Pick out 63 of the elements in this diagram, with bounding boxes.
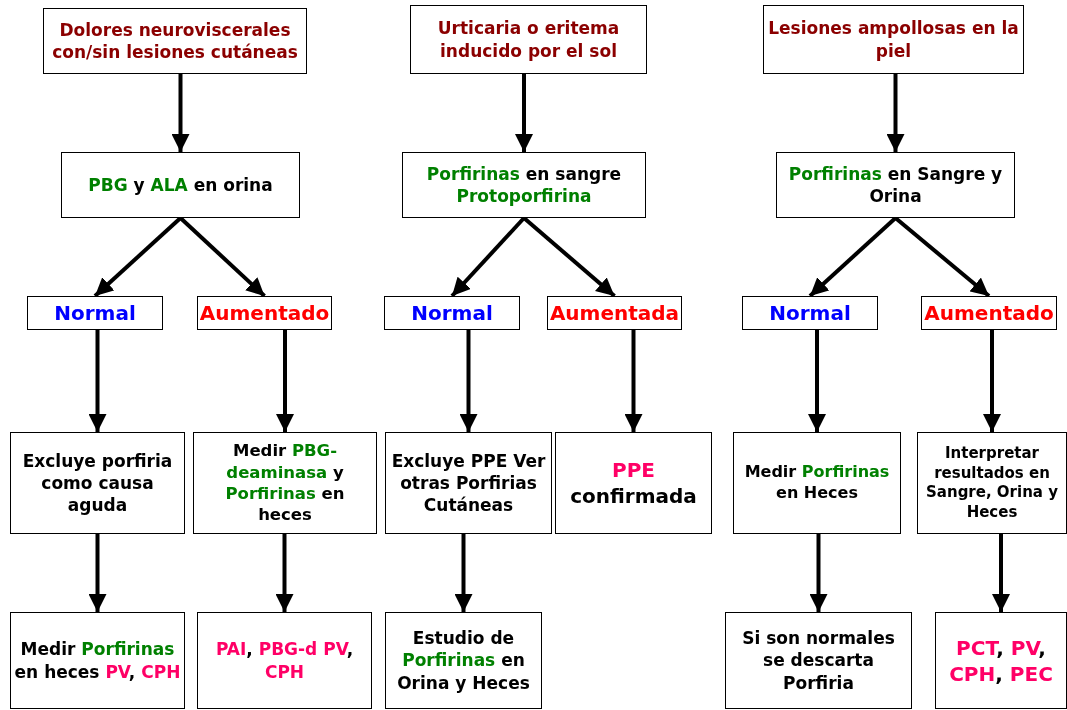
process-box (733, 432, 901, 534)
arrow (93, 216, 182, 298)
arrow (992, 534, 1010, 612)
arrow (515, 74, 533, 152)
process-box (555, 432, 712, 534)
arrow (275, 534, 294, 612)
node-text: Dolores neuroviscerales con/sin lesiones cutáneas (51, 18, 299, 64)
process-box (402, 152, 646, 218)
arrow (179, 216, 266, 298)
process-box (61, 152, 300, 218)
node-text: Aumentado (199, 300, 330, 326)
arrow (894, 216, 991, 298)
result-box (384, 296, 520, 330)
node-text: PBG y ALA en orina (88, 173, 273, 197)
arrow (459, 330, 478, 432)
arrow (808, 330, 826, 432)
node-text: Normal (769, 300, 851, 326)
result-box (742, 296, 878, 330)
node-text: Urticaria o eritema inducido por el sol (436, 17, 621, 62)
process-box (725, 612, 912, 709)
symptom-box (763, 5, 1024, 74)
node-text: Aumentada (549, 300, 680, 326)
node-text: Medir Porfirinas en Heces (743, 462, 891, 504)
arrow (450, 216, 526, 298)
node-text: Interpretar resultados en Sangre, Orina y Heces (925, 444, 1059, 522)
process-box (10, 432, 185, 534)
arrow (522, 216, 616, 298)
node-text: Excluye PPE Ver otras Porfirias Cutáneas (390, 449, 547, 517)
arrow (171, 74, 190, 152)
arrow (88, 330, 107, 432)
arrow (886, 74, 905, 152)
process-box (197, 612, 372, 709)
process-box (193, 432, 377, 534)
arrow (808, 216, 897, 298)
node-text: PCT, PV, CPH, PEC (948, 634, 1054, 687)
node-text: Normal (411, 300, 493, 326)
node-text: Porfirinas en sangre Protoporfirina (425, 162, 623, 208)
node-text: PAI, PBG-d PV, CPH (214, 638, 355, 683)
node-text: Estudio de Porfirinas en Orina y Heces (396, 627, 531, 694)
arrow (88, 534, 107, 612)
process-box (385, 432, 552, 534)
arrow (276, 330, 294, 432)
symptom-box (43, 8, 307, 74)
arrow (809, 534, 828, 612)
node-text: Aumentado (924, 300, 1054, 326)
node-text: Lesiones ampollosas en la piel (767, 17, 1020, 62)
arrow (624, 330, 643, 432)
process-box (776, 152, 1015, 218)
node-text: Medir PBG-deaminasa y Porfirinas en heces (224, 440, 346, 526)
result-box (27, 296, 163, 330)
process-box (10, 612, 185, 709)
node-text: Normal (54, 300, 136, 326)
symptom-box (410, 5, 647, 74)
node-text: Si son normales se descarta Porfiria (741, 627, 896, 694)
node-text: PPE confirmada (569, 457, 698, 509)
node-text: Porfirinas en Sangre y Orina (787, 162, 1004, 208)
process-box (935, 612, 1067, 709)
arrow (454, 534, 473, 612)
node-text: Medir Porfirinas en heces PV, CPH (14, 638, 181, 683)
node-text: Excluye porfiria como causa aguda (21, 449, 174, 517)
process-box (385, 612, 542, 709)
process-box (917, 432, 1067, 534)
arrow (983, 330, 1001, 432)
